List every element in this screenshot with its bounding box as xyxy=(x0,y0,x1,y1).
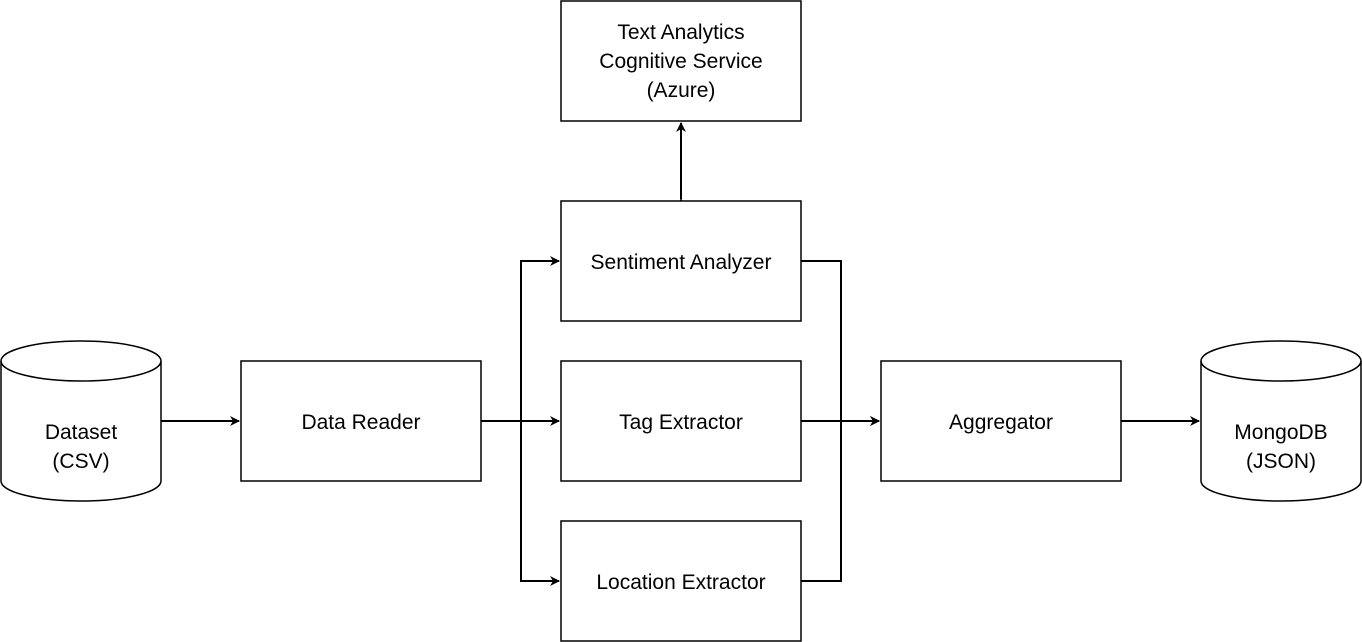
edge-data-reader-to-sentiment-analyzer xyxy=(481,256,560,422)
node-location-extractor-label: Location Extractor xyxy=(596,571,765,594)
node-location-extractor: Location Extractor xyxy=(560,520,802,642)
node-dataset-line-1: Dataset xyxy=(45,421,118,444)
node-sentiment-analyzer-label: Sentiment Analyzer xyxy=(591,251,772,274)
node-sentiment-analyzer: Sentiment Analyzer xyxy=(560,200,802,322)
node-aggregator: Aggregator xyxy=(880,360,1122,482)
node-tag-extractor-label: Tag Extractor xyxy=(619,411,743,434)
node-aggregator-label: Aggregator xyxy=(949,411,1053,434)
edge-location-extractor-to-aggregator xyxy=(801,421,842,582)
node-mongodb-line-2: (JSON) xyxy=(1246,450,1316,473)
node-text-analytics-line-3: (Azure) xyxy=(647,79,716,102)
node-dataset-line-2: (CSV) xyxy=(52,450,109,473)
edge-data-reader-to-location-extractor xyxy=(520,421,560,586)
node-mongodb-line-1: MongoDB xyxy=(1234,421,1327,444)
edge-sentiment-analyzer-to-aggregator xyxy=(801,260,880,426)
node-text-analytics-line-2: Cognitive Service xyxy=(599,50,762,73)
node-text-analytics: Text Analytics Cognitive Service (Azure) xyxy=(560,0,802,122)
node-text-analytics-line-1: Text Analytics xyxy=(617,21,744,44)
node-data-reader-label: Data Reader xyxy=(301,411,420,434)
node-data-reader: Data Reader xyxy=(240,360,482,482)
node-dataset-cylinder: Dataset (CSV) xyxy=(0,340,162,502)
node-tag-extractor: Tag Extractor xyxy=(560,360,802,482)
connectors xyxy=(161,122,1200,586)
node-mongodb-cylinder: MongoDB (JSON) xyxy=(1200,340,1362,502)
